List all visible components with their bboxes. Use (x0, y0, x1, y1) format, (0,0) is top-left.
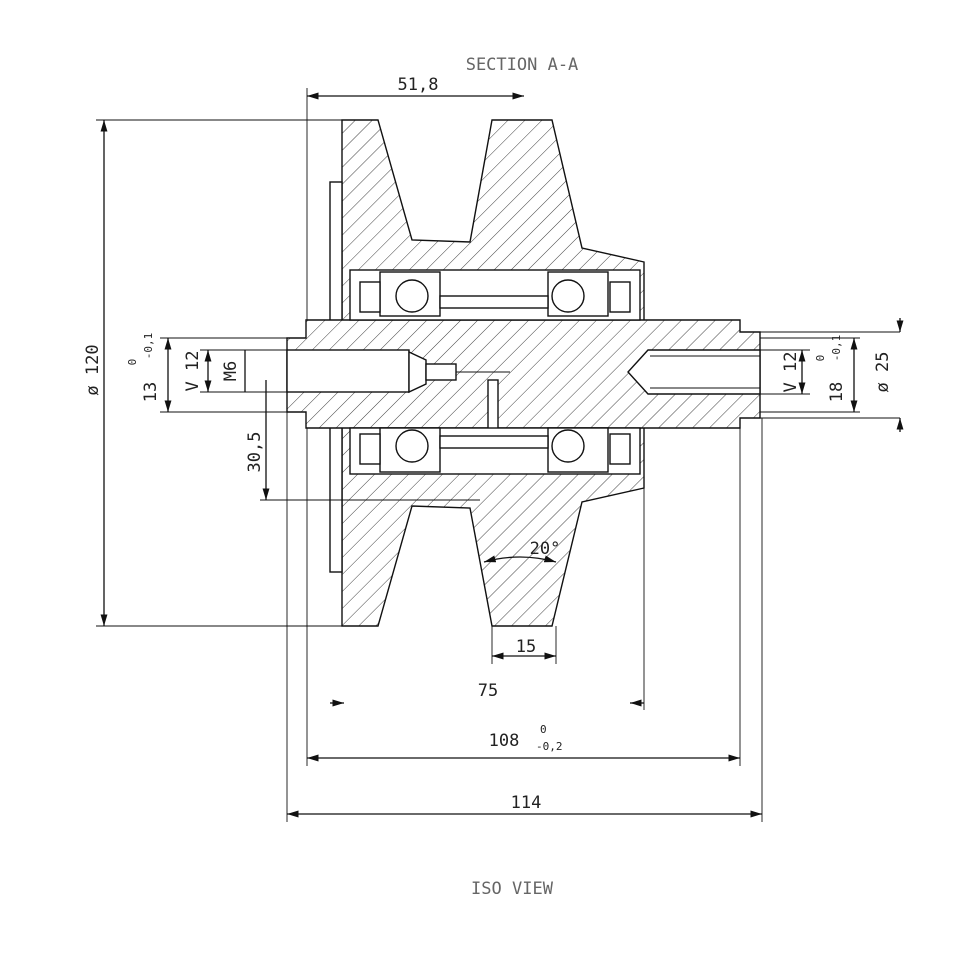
dim-25: ø 25 (873, 352, 893, 393)
dim-18-upper: 0 (814, 355, 827, 362)
bearing-upper (349, 269, 641, 321)
dimension-lines (100, 92, 904, 818)
dim-v12-right: V 12 (781, 352, 801, 393)
dim-18: 18 (827, 382, 847, 402)
dim-13: 13 (141, 382, 161, 402)
dim-m6: M6 (221, 361, 241, 381)
dim-51-8: 51,8 (398, 75, 439, 95)
dim-13-lower: -0,1 (142, 333, 155, 360)
labels: SECTION A-A 51,8 ø 120 13 0 -0,1 V 12 M6… (83, 55, 893, 899)
dim-15: 15 (516, 637, 536, 657)
dim-108-lower: -0,2 (536, 740, 563, 753)
section-label: SECTION A-A (466, 55, 579, 75)
dim-108: 108 (489, 731, 520, 751)
dim-20-deg: 20° (530, 539, 561, 559)
extension-lines (96, 88, 900, 822)
bearing-lower (349, 427, 641, 475)
dim-114: 114 (511, 793, 542, 813)
dim-13-upper: 0 (126, 359, 139, 366)
dim-120: ø 120 (83, 344, 103, 395)
view-label: ISO VIEW (471, 879, 554, 899)
dim-v12-left: V 12 (183, 351, 203, 392)
dim-108-upper: 0 (540, 723, 547, 736)
shaft (286, 319, 761, 437)
dim-18-lower: -0,1 (830, 335, 843, 362)
dim-75: 75 (478, 681, 498, 701)
dim-30-5: 30,5 (245, 432, 265, 473)
